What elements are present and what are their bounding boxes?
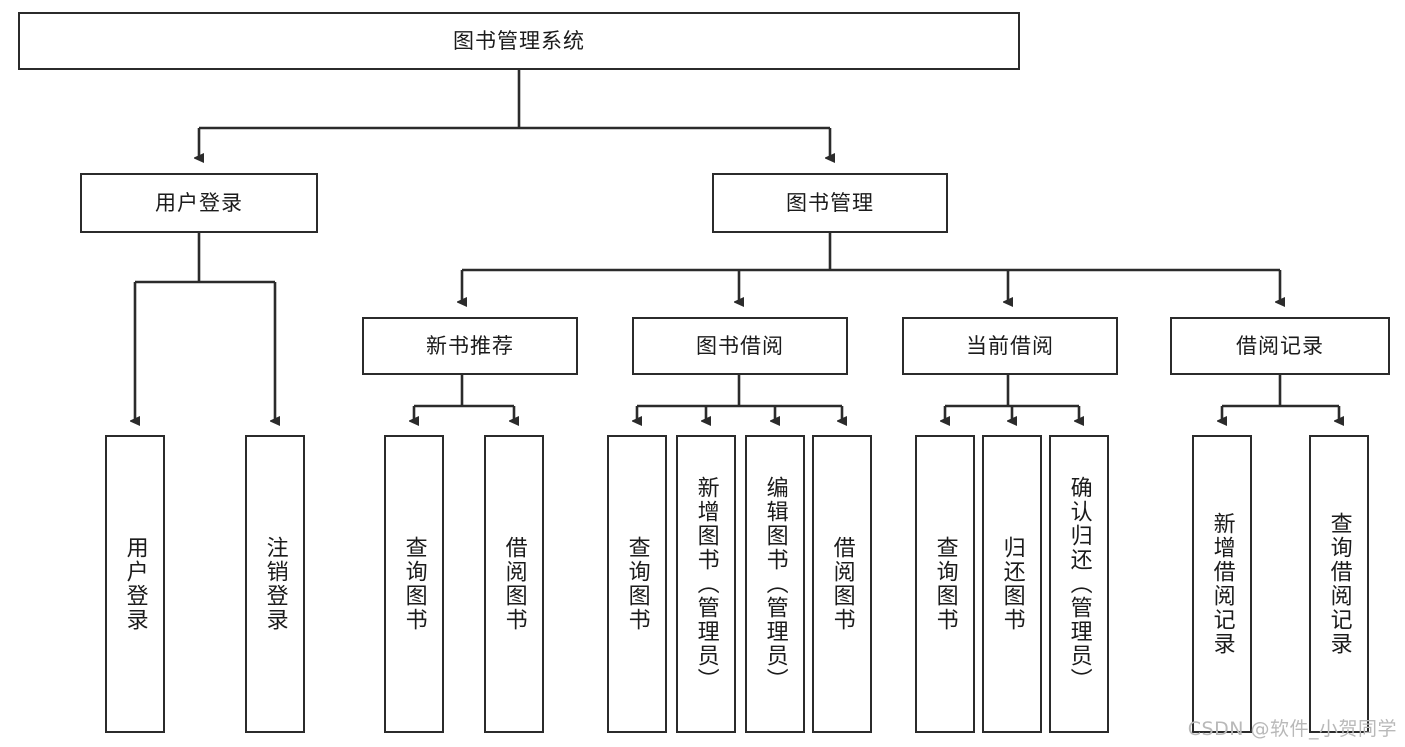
leaf-newbook-borrow-books[interactable]: 借阅图书 bbox=[484, 435, 544, 733]
node-label: 查询图书 bbox=[932, 536, 958, 632]
leaf-borrow-edit-book-admin[interactable]: 编辑图书（管理员） bbox=[745, 435, 805, 733]
leaf-record-add-record[interactable]: 新增借阅记录 bbox=[1192, 435, 1252, 733]
node-label: 归还图书 bbox=[999, 536, 1025, 632]
leaf-record-query-record[interactable]: 查询借阅记录 bbox=[1309, 435, 1369, 733]
node-label: 图书管理系统 bbox=[453, 28, 585, 53]
node-root-book-management-system[interactable]: 图书管理系统 bbox=[18, 12, 1020, 70]
node-label: 新增借阅记录 bbox=[1209, 512, 1235, 656]
node-book-management[interactable]: 图书管理 bbox=[712, 173, 948, 233]
leaf-current-query-books[interactable]: 查询图书 bbox=[915, 435, 975, 733]
node-current-borrowing[interactable]: 当前借阅 bbox=[902, 317, 1118, 375]
node-label: 借阅图书 bbox=[501, 536, 527, 632]
node-label: 用户登录 bbox=[155, 190, 243, 215]
leaf-current-return-books[interactable]: 归还图书 bbox=[982, 435, 1042, 733]
node-label: 查询图书 bbox=[401, 536, 427, 632]
node-label: 新增图书（管理员） bbox=[693, 476, 719, 692]
node-label: 借阅记录 bbox=[1236, 333, 1324, 358]
node-new-book-recommendation[interactable]: 新书推荐 bbox=[362, 317, 578, 375]
node-book-borrowing[interactable]: 图书借阅 bbox=[632, 317, 848, 375]
leaf-user-login-signout[interactable]: 注销登录 bbox=[245, 435, 305, 733]
node-label: 新书推荐 bbox=[426, 333, 514, 358]
node-label: 图书借阅 bbox=[696, 333, 784, 358]
node-label: 编辑图书（管理员） bbox=[762, 476, 788, 692]
node-label: 借阅图书 bbox=[829, 536, 855, 632]
node-user-login[interactable]: 用户登录 bbox=[80, 173, 318, 233]
node-label: 图书管理 bbox=[786, 190, 874, 215]
node-label: 用户登录 bbox=[122, 536, 148, 632]
node-borrowing-record[interactable]: 借阅记录 bbox=[1170, 317, 1390, 375]
node-label: 当前借阅 bbox=[966, 333, 1054, 358]
node-label: 注销登录 bbox=[262, 536, 288, 632]
node-label: 查询借阅记录 bbox=[1326, 512, 1352, 656]
node-label: 确认归还（管理员） bbox=[1066, 476, 1092, 692]
leaf-current-confirm-return-admin[interactable]: 确认归还（管理员） bbox=[1049, 435, 1109, 733]
leaf-borrow-query-books[interactable]: 查询图书 bbox=[607, 435, 667, 733]
leaf-borrow-borrow-books[interactable]: 借阅图书 bbox=[812, 435, 872, 733]
leaf-user-login-signin[interactable]: 用户登录 bbox=[105, 435, 165, 733]
node-label: 查询图书 bbox=[624, 536, 650, 632]
watermark-text: CSDN @软件_小贺同学 bbox=[1187, 718, 1397, 740]
leaf-borrow-add-book-admin[interactable]: 新增图书（管理员） bbox=[676, 435, 736, 733]
leaf-newbook-query-books[interactable]: 查询图书 bbox=[384, 435, 444, 733]
